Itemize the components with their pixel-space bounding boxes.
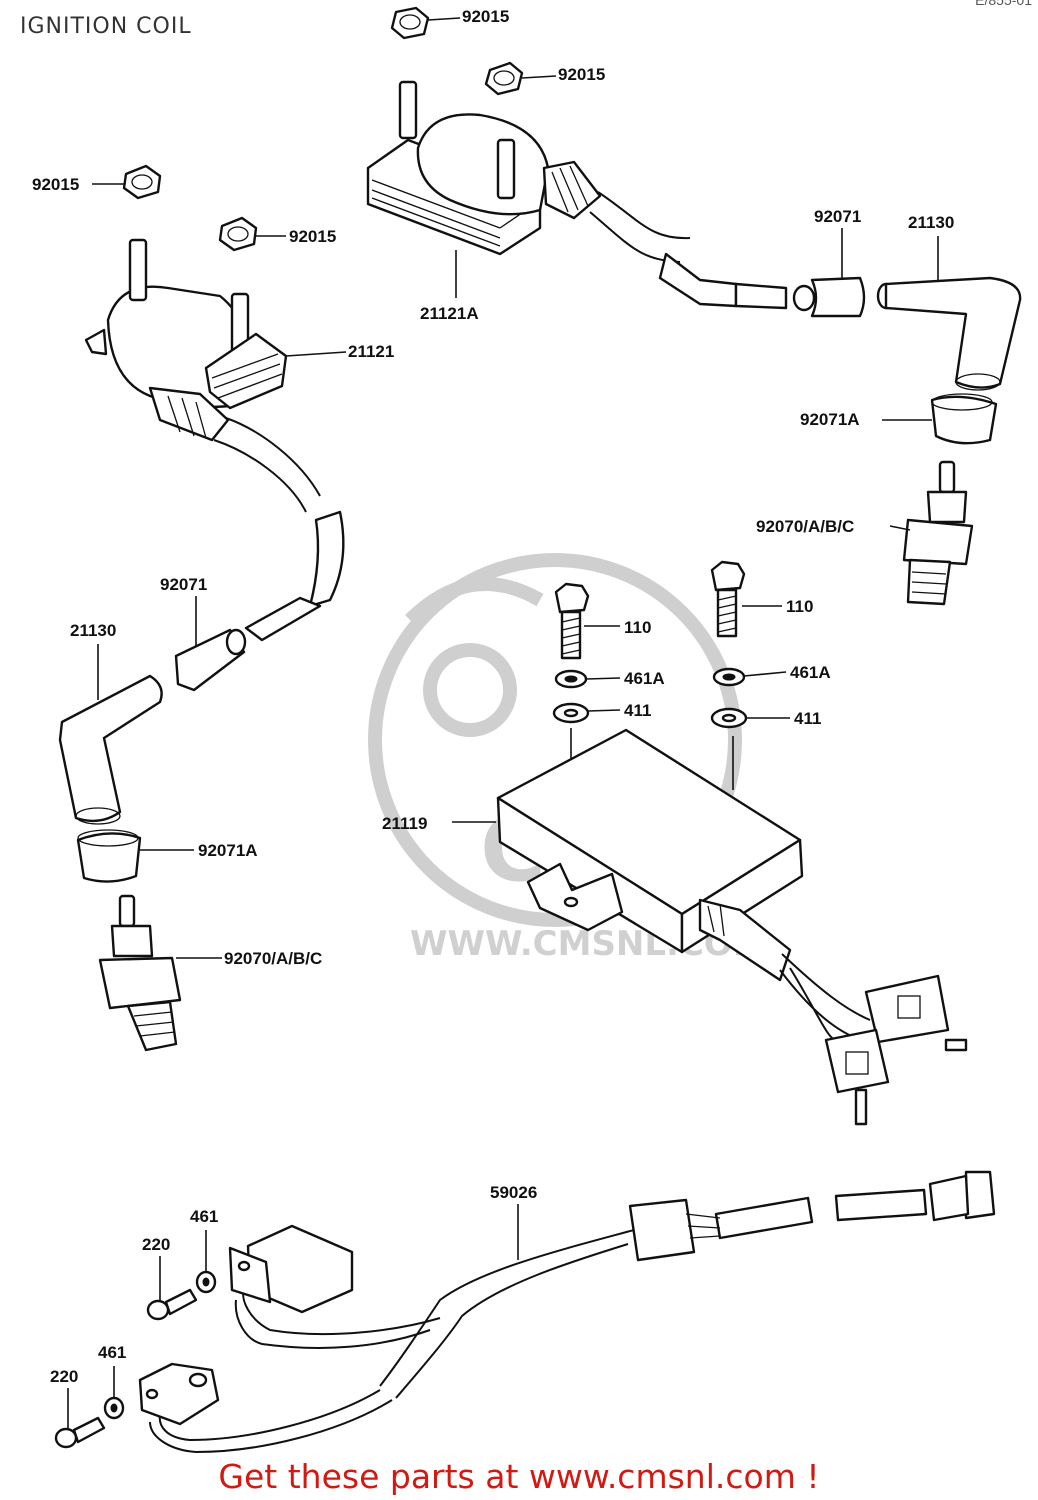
- seal-left-part: [174, 628, 247, 692]
- part-label-plug-left: 92070/A/B/C: [224, 949, 323, 968]
- part-label-lockwasher-2: 461A: [790, 663, 831, 682]
- lockwasher-3-part: [195, 1270, 217, 1294]
- part-label-bolt-2: 110: [786, 597, 814, 616]
- part-label-bolt-1: 110: [624, 618, 652, 637]
- plug-cap-left-part: [58, 674, 163, 825]
- part-label-cap-right: 21130: [908, 213, 955, 232]
- nut-top-1-part: [390, 6, 430, 40]
- part-label-seal-left: 92071: [160, 575, 208, 594]
- part-label-cap-left: 21130: [70, 621, 117, 640]
- ignition-coil-left-part: [84, 238, 345, 642]
- part-label-nut-top-1: 92015: [462, 7, 510, 26]
- spark-plug-left-part: [98, 894, 182, 1052]
- nut-top-2-part: [484, 61, 524, 96]
- part-label-washer-2: 411: [794, 709, 822, 728]
- washer-2-part: [710, 707, 748, 729]
- part-label-nut-left-2: 92015: [289, 227, 337, 246]
- buy-parts-link[interactable]: Get these parts at www.cmsnl.com !: [218, 1457, 820, 1496]
- boot-left-part: [76, 829, 142, 883]
- part-label-screw-2: 220: [50, 1367, 79, 1386]
- drawing-reference-code: E/855-01: [975, 0, 1032, 8]
- leader-lines: [67, 17, 939, 1428]
- bolt-2-part: [710, 560, 746, 638]
- part-label-seal-right: 92071: [814, 207, 862, 226]
- page-title: IGNITION COIL: [20, 14, 192, 39]
- part-label-coil-left: 21121: [348, 342, 395, 361]
- part-label-lockwasher-3: 461: [190, 1207, 219, 1226]
- part-label-screw-1: 220: [142, 1235, 171, 1254]
- part-label-washer-1: 411: [624, 701, 652, 720]
- pickup-coil-harness-part: [138, 1170, 996, 1454]
- screw-2-part: [54, 1416, 106, 1449]
- part-label-plug-right: 92070/A/B/C: [756, 517, 855, 536]
- nut-left-2-part: [218, 216, 258, 252]
- plug-cap-right-part: [876, 276, 1022, 391]
- washer-1-part: [552, 702, 590, 724]
- part-label-boot-right: 92071A: [800, 410, 860, 429]
- screw-1-part: [146, 1288, 198, 1321]
- part-label-coil-right: 21121A: [420, 304, 479, 323]
- lockwasher-4-part: [103, 1396, 125, 1420]
- part-label-boot-left: 92071A: [198, 841, 258, 860]
- seal-right-part: [792, 276, 866, 318]
- boot-right-part: [930, 393, 998, 445]
- part-label-nut-left-1: 92015: [32, 175, 80, 194]
- part-label-lockwasher-1: 461A: [624, 669, 665, 688]
- part-label-igniter: 21119: [382, 814, 428, 833]
- part-label-lockwasher-4: 461: [98, 1343, 127, 1362]
- spark-plug-right-part: [902, 460, 974, 606]
- ignition-coil-right-part: [366, 80, 788, 310]
- lockwasher-2-part: [712, 667, 746, 687]
- igniter-unit-part: [496, 728, 968, 1126]
- lockwasher-1-part: [554, 669, 588, 689]
- part-label-harness: 59026: [490, 1183, 538, 1202]
- nut-left-1-part: [122, 164, 162, 200]
- bolt-1-part: [554, 582, 590, 660]
- part-label-nut-top-2: 92015: [558, 65, 606, 84]
